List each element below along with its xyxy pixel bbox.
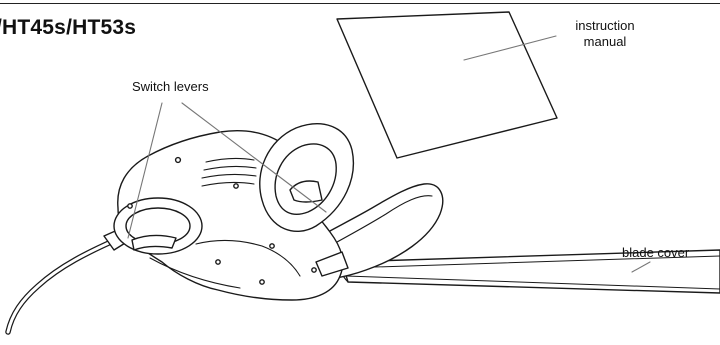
instruction-manual-label-line2: manual — [555, 34, 655, 50]
switch-levers-label: Switch levers — [132, 79, 209, 95]
instruction-manual-label: instruction manual — [555, 18, 655, 50]
page-title: /HT45s/HT53s — [0, 16, 136, 40]
instruction-manual-sheet — [337, 12, 557, 158]
power-cord — [8, 238, 120, 332]
instruction-manual-label-line1: instruction — [555, 18, 655, 34]
blade-cover-label: blade cover — [622, 245, 689, 261]
